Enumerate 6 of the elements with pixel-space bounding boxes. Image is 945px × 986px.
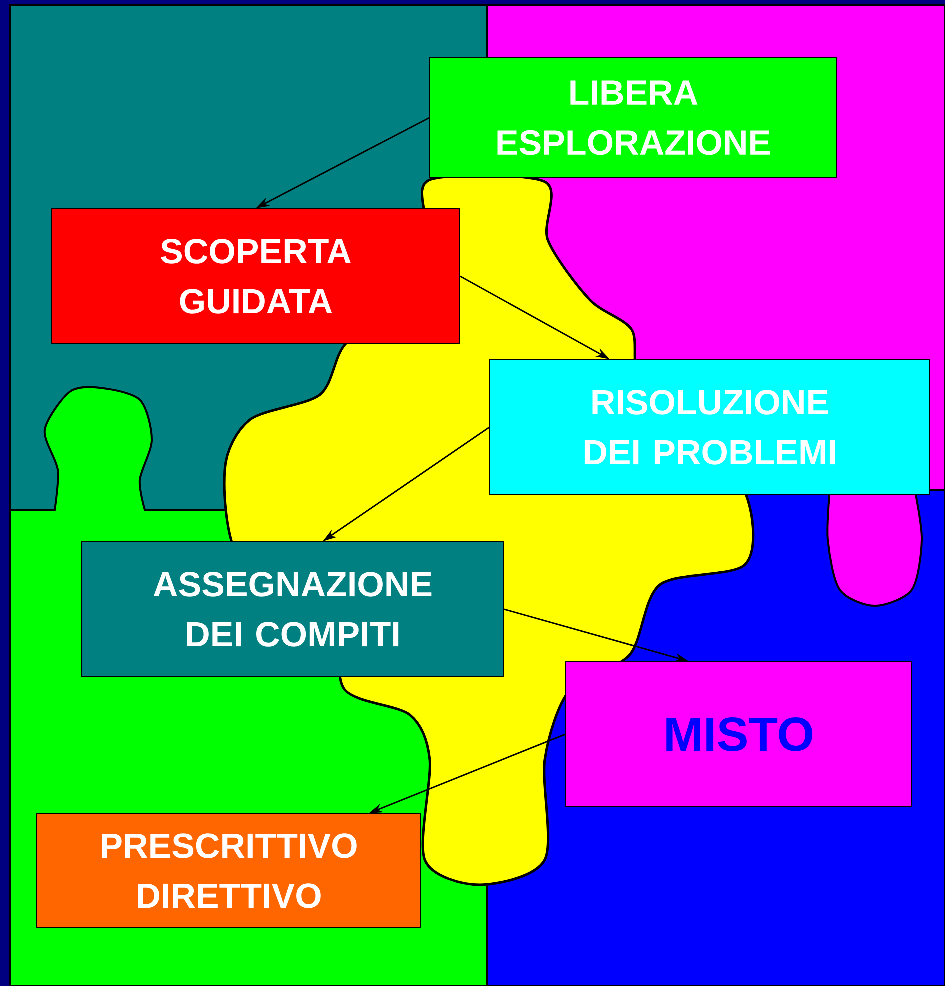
- text-box: PRESCRITTIVO DIRETTIVO: [36, 814, 422, 928]
- text-box: LIBERA ESPLORAZIONE: [430, 58, 838, 178]
- text-box: SCOPERTA GUIDATA: [52, 208, 460, 344]
- text-box: ASSEGNAZIONE DEI COMPITI: [82, 542, 504, 678]
- text-box: RISOLUZIONE DEI PROBLEMI: [490, 360, 930, 496]
- text-box: MISTO: [566, 662, 912, 808]
